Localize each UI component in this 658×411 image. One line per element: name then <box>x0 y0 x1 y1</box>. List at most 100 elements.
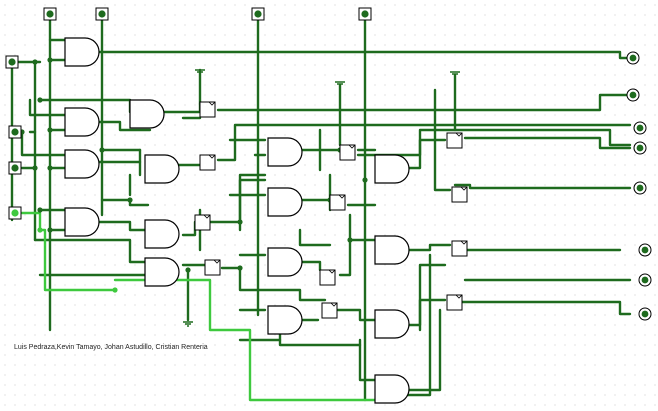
wire-junction <box>237 219 243 225</box>
adder-block[interactable] <box>204 259 221 276</box>
adder-block[interactable] <box>199 154 216 171</box>
ground-icon <box>195 69 205 75</box>
input-pin-led <box>361 10 369 18</box>
output-pin-led <box>629 54 637 62</box>
wire <box>28 98 67 117</box>
wire <box>96 50 632 60</box>
input-pin-led <box>254 10 262 18</box>
wire-junction <box>32 59 38 65</box>
wire <box>296 260 322 272</box>
wire-junction <box>347 237 353 243</box>
ground-icon <box>183 321 193 327</box>
and-gate[interactable] <box>267 305 303 335</box>
output-pin-led <box>636 144 644 152</box>
clock-notch <box>348 144 356 149</box>
and-gate[interactable] <box>374 309 410 339</box>
adder-block[interactable] <box>319 269 336 286</box>
and-gate[interactable] <box>144 257 180 287</box>
wire <box>358 338 377 382</box>
wire <box>336 308 377 322</box>
output-pin-led <box>629 91 637 99</box>
wire <box>460 300 632 316</box>
wire-junction <box>112 287 118 293</box>
input-pin-led <box>98 10 106 18</box>
input-pin-led <box>8 58 16 66</box>
clock-notch <box>330 302 338 307</box>
wire <box>96 120 152 132</box>
clock-notch <box>460 186 468 191</box>
wire <box>278 328 362 347</box>
and-gate[interactable] <box>144 154 180 184</box>
wire <box>216 93 632 112</box>
ground-icon <box>335 81 345 87</box>
and-gate[interactable] <box>267 187 303 217</box>
clock-notch <box>328 269 336 274</box>
wire-junction <box>237 265 243 271</box>
wire <box>33 238 150 264</box>
wire <box>238 173 267 232</box>
adder-block[interactable] <box>446 132 463 149</box>
adder-block[interactable] <box>329 194 346 211</box>
wire <box>20 211 42 232</box>
wire <box>418 263 447 332</box>
wire-junction <box>32 165 38 171</box>
wire <box>298 228 332 247</box>
and-gate[interactable] <box>64 207 100 237</box>
input-pin-led <box>46 10 54 18</box>
and-gate[interactable] <box>374 154 410 184</box>
input-pin-led <box>11 128 19 136</box>
wire <box>406 308 442 392</box>
and-gate[interactable] <box>129 99 165 129</box>
wire-junction <box>47 127 53 133</box>
clock-notch <box>338 194 346 199</box>
adder-block[interactable] <box>446 294 463 311</box>
wire-junction <box>99 147 105 153</box>
and-gate[interactable] <box>64 37 100 67</box>
wire-junction <box>37 227 43 233</box>
adder-block[interactable] <box>194 214 211 231</box>
clock-notch <box>460 240 468 245</box>
and-gate[interactable] <box>267 247 303 277</box>
output-pin-led <box>636 124 644 132</box>
wire-junction <box>185 267 191 273</box>
components <box>5 7 652 404</box>
clock-notch <box>208 101 216 106</box>
and-gate[interactable] <box>374 235 410 265</box>
and-gate[interactable] <box>267 137 303 167</box>
adder-block[interactable] <box>339 144 356 161</box>
wire-junction <box>37 207 43 213</box>
clock-notch <box>203 214 211 219</box>
wire <box>216 123 632 162</box>
clock-notch <box>213 259 221 264</box>
wire-junction <box>127 197 133 203</box>
wire <box>406 243 452 252</box>
wire <box>356 128 632 157</box>
adder-block[interactable] <box>451 240 468 257</box>
wire <box>96 220 150 232</box>
output-pin-led <box>641 276 649 284</box>
wire-junction <box>47 227 53 233</box>
author-credit: Luis Pedraza,Kevin Tamayo, Johan Astudil… <box>14 344 208 351</box>
and-gate[interactable] <box>64 149 100 179</box>
adder-block[interactable] <box>451 186 468 203</box>
and-gate[interactable] <box>64 107 100 137</box>
clock-notch <box>455 294 463 299</box>
and-gate[interactable] <box>144 219 180 249</box>
adder-block[interactable] <box>321 302 338 319</box>
wire-junction <box>362 177 368 183</box>
wire <box>20 130 67 157</box>
adder-block[interactable] <box>199 101 216 118</box>
clock-notch <box>208 154 216 159</box>
wire <box>463 136 632 150</box>
wire-junction <box>37 97 43 103</box>
wires <box>10 12 632 402</box>
wire-junction <box>47 165 53 171</box>
and-gate[interactable] <box>374 374 410 404</box>
input-pin-led <box>11 164 19 172</box>
wire <box>406 138 447 170</box>
output-pin-led <box>641 310 649 318</box>
clock-notch <box>455 132 463 137</box>
wire <box>113 278 377 402</box>
wire <box>220 266 327 302</box>
